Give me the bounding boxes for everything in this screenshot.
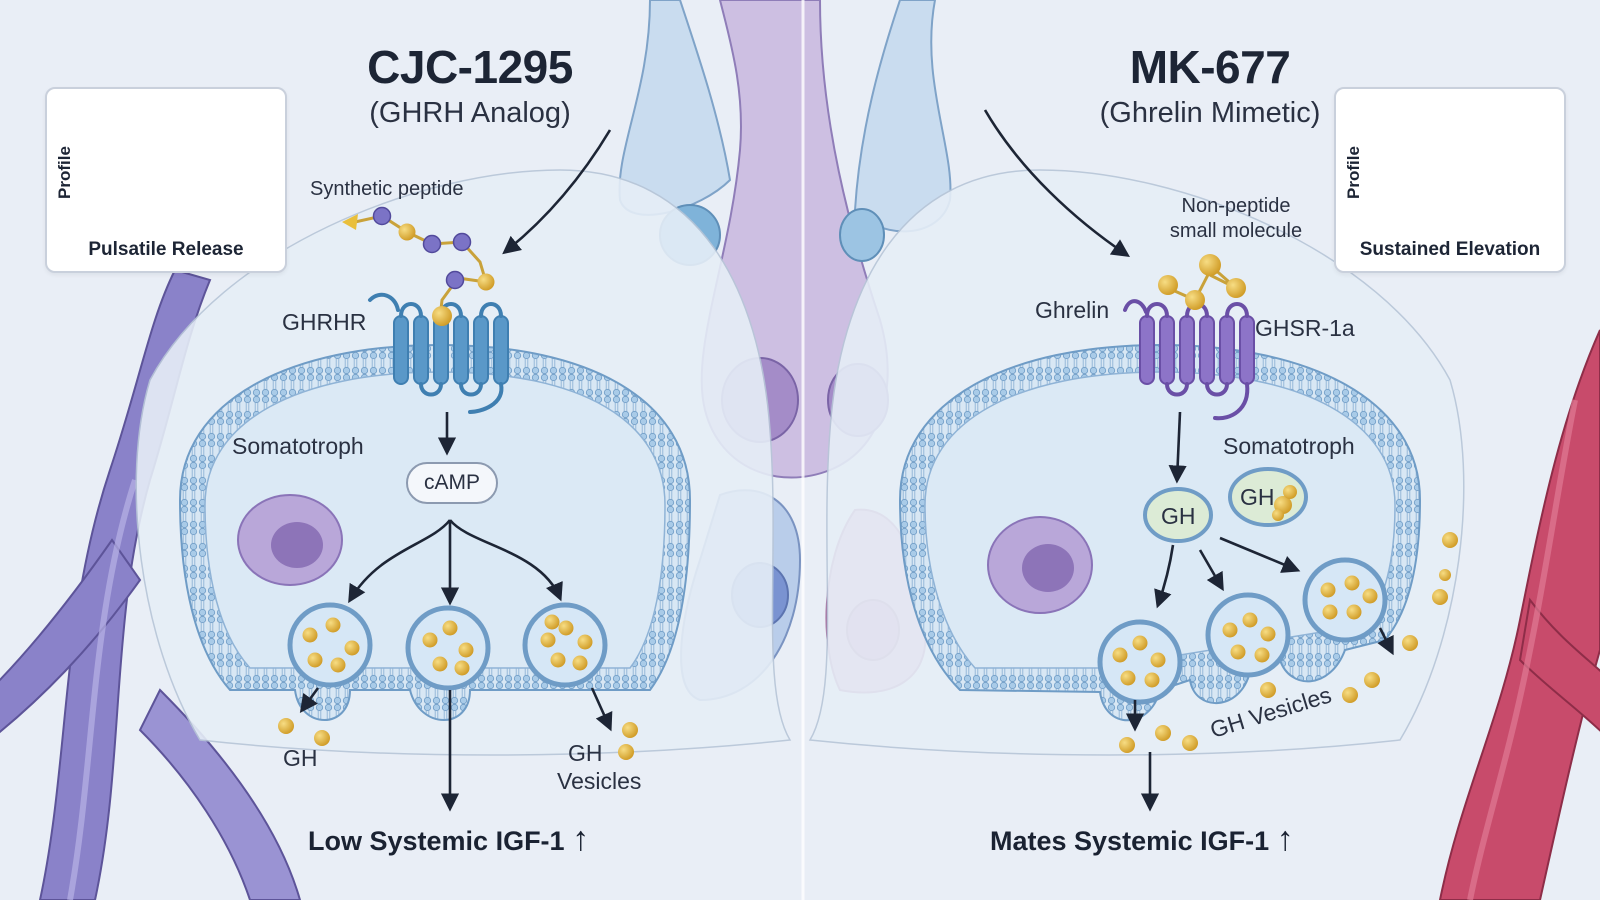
molecule-label-line2: small molecule bbox=[1169, 220, 1303, 242]
gh-granule-icon bbox=[1439, 569, 1451, 581]
left-vesicles-label-line2: Vesicles bbox=[557, 768, 642, 794]
vesicle-icon-left-3 bbox=[522, 602, 608, 688]
arrow-icon-right-set bbox=[983, 109, 1394, 812]
blood-vessel-icon-right bbox=[1438, 329, 1600, 900]
inset-left-caption: Pulsatile Release bbox=[88, 239, 244, 260]
gh-granule-icon bbox=[1260, 682, 1276, 698]
synthetic-peptide-chain bbox=[342, 206, 495, 326]
gh-granule-icon bbox=[1119, 737, 1135, 753]
inset-right-ylabel: Profile bbox=[1344, 146, 1363, 199]
camp-pill: cAMP bbox=[406, 462, 498, 504]
gh-granule-icon bbox=[1432, 589, 1448, 605]
vesicle-icon-right-1 bbox=[1097, 619, 1183, 705]
receptor-icon-left bbox=[368, 292, 509, 414]
right-gh-label-2: GH bbox=[1240, 484, 1275, 510]
inset-right: Profile Sustained Elevation bbox=[1334, 87, 1566, 273]
left-cell-label: Somatotroph bbox=[232, 433, 364, 459]
inset-right-caption: Sustained Elevation bbox=[1359, 239, 1541, 260]
right-gh-label: GH bbox=[1161, 503, 1196, 529]
gh-granule-icon bbox=[1402, 635, 1418, 651]
gh-granule-icon bbox=[1182, 735, 1198, 751]
left-subtitle: (GHRH Analog) bbox=[369, 97, 571, 129]
vesicle-icon-left-1 bbox=[287, 602, 373, 688]
ligand-label: Ghrelin bbox=[1035, 297, 1110, 323]
left-gh-label: GH bbox=[283, 745, 318, 771]
small-molecule-icon bbox=[1158, 254, 1246, 310]
left-title: CJC-1295 bbox=[367, 41, 573, 93]
right-title: MK-677 bbox=[1129, 41, 1291, 93]
left-outcome-text: Low Systemic IGF-1 bbox=[308, 826, 565, 856]
up-arrow-icon: ↑ bbox=[1276, 820, 1294, 858]
blood-vessel-icon-left bbox=[0, 268, 302, 900]
right-outcome-label: Mates Systemic IGF-1 ↑ bbox=[990, 820, 1294, 859]
gh-granule-icon bbox=[278, 718, 294, 734]
right-cell-label: Somatotroph bbox=[1223, 433, 1355, 459]
gh-bubble-icon bbox=[1143, 467, 1308, 543]
right-receptor-label: GHSR-1a bbox=[1255, 315, 1355, 341]
molecule-label-line1: Non-peptide bbox=[1181, 195, 1291, 217]
vesicle-icon-left-2 bbox=[405, 605, 491, 691]
vesicle-icon-right-2 bbox=[1205, 592, 1291, 678]
gh-granule-icon bbox=[1442, 532, 1458, 548]
nucleolus bbox=[271, 522, 323, 568]
receptor-icon-right bbox=[1123, 299, 1255, 421]
right-outcome-text: Mates Systemic IGF-1 bbox=[990, 826, 1270, 856]
gh-granule-icon bbox=[314, 730, 330, 746]
inset-left-ylabel: Profile bbox=[55, 146, 74, 199]
left-outcome-label: Low Systemic IGF-1 ↑ bbox=[308, 820, 589, 859]
right-subtitle: (Ghrelin Mimetic) bbox=[1099, 97, 1321, 129]
inset-left: Profile Pulsatile Release bbox=[45, 87, 287, 273]
nucleolus bbox=[1022, 544, 1074, 592]
gh-granule-icon bbox=[1364, 672, 1380, 688]
gh-granule-icon bbox=[1155, 725, 1171, 741]
vesicle-icon-right-3 bbox=[1302, 557, 1388, 643]
left-vesicles-label-line1: GH bbox=[568, 740, 603, 766]
gh-granule-icon bbox=[622, 722, 638, 738]
left-receptor-label: GHRHR bbox=[282, 309, 367, 335]
peptide-label: Synthetic peptide bbox=[310, 178, 464, 200]
gh-granule-icon bbox=[618, 744, 634, 760]
up-arrow-icon: ↑ bbox=[572, 820, 590, 858]
gh-granule-icon bbox=[1342, 687, 1358, 703]
arrow-icon-left-set bbox=[299, 129, 613, 812]
